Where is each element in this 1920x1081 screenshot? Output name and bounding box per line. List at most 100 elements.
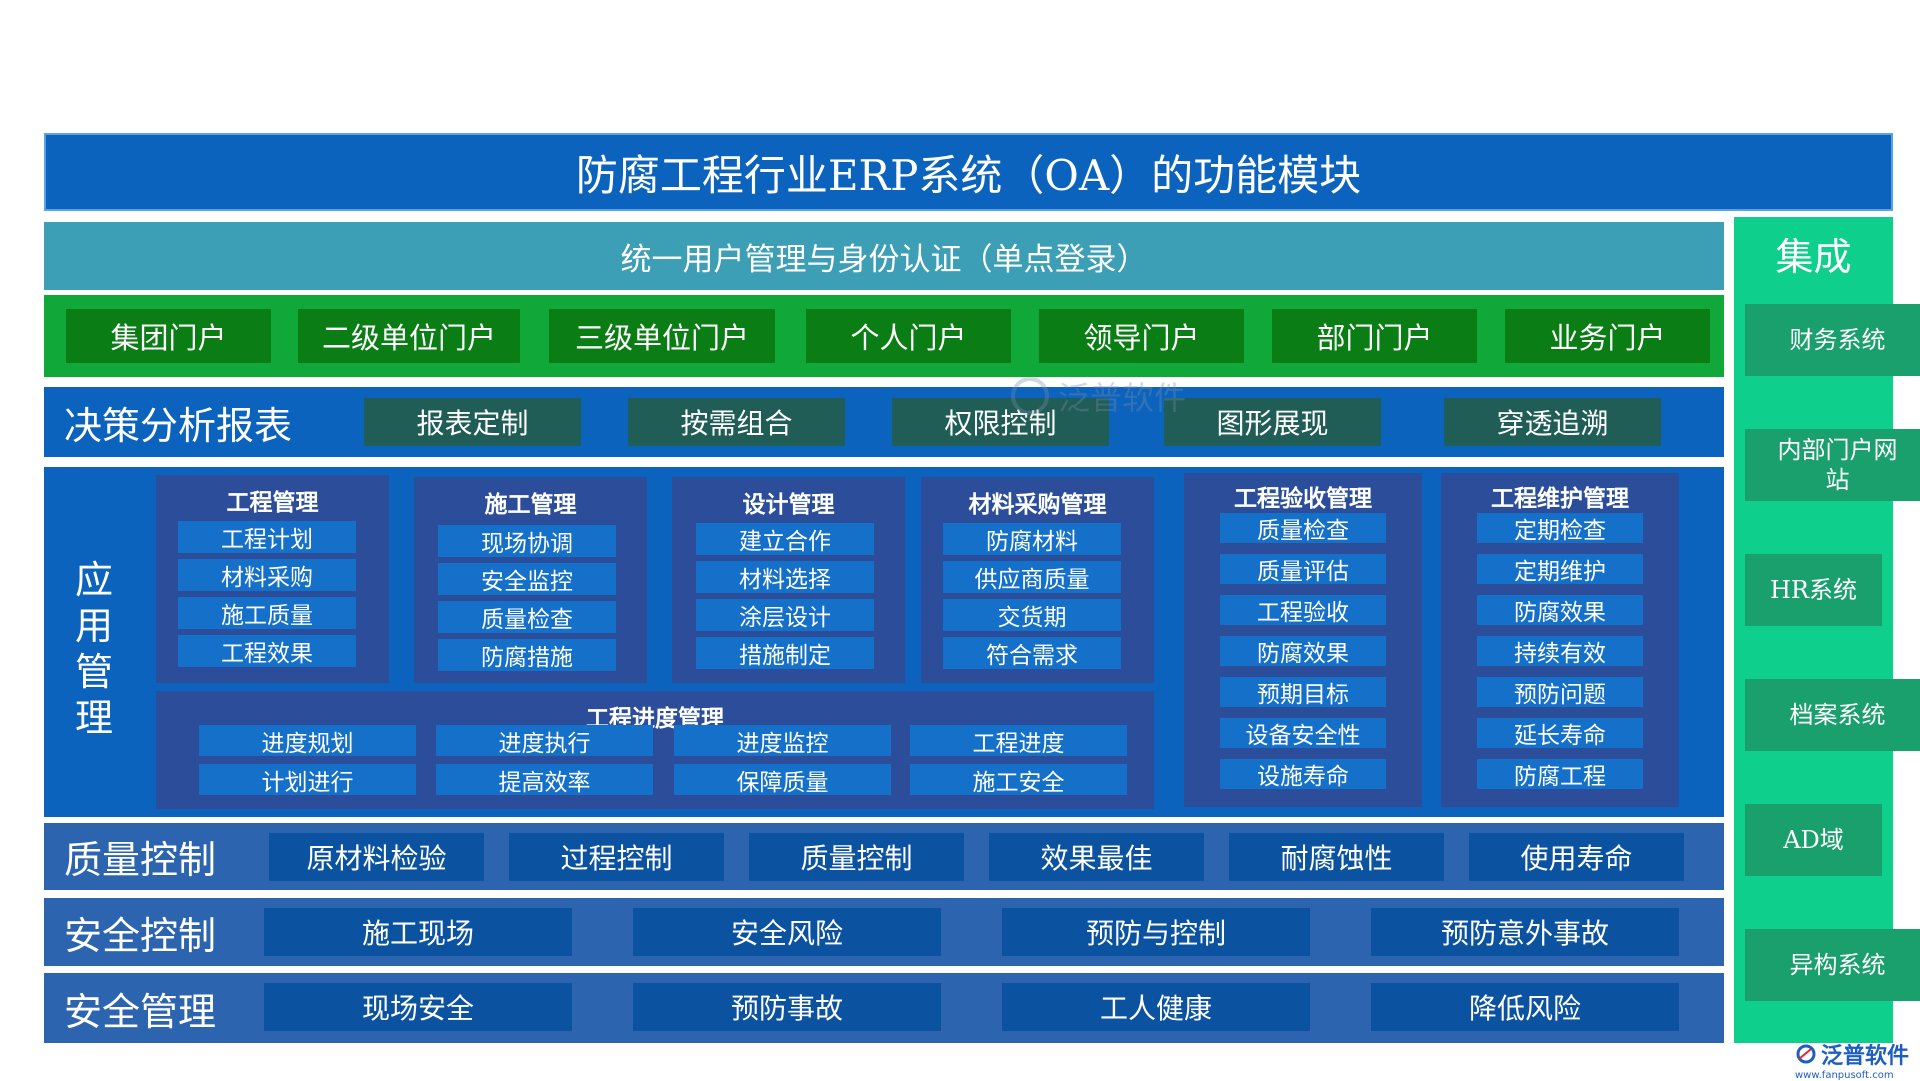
decision-row: 决策分析报表 报表定制 按需组合 权限控制 图形展现 穿透追溯 (44, 387, 1724, 457)
portal-row: 集团门户 二级单位门户 三级单位门户 个人门户 领导门户 部门门户 业务门户 (44, 295, 1724, 377)
decision-item[interactable]: 报表定制 (364, 398, 581, 446)
quality-item[interactable]: 耐腐蚀性 (1229, 833, 1444, 881)
module-item[interactable]: 定期维护 (1477, 554, 1643, 585)
app-area: 应 用 管 理 工程管理 工程计划 材料采购 施工质量 工程效果 施工管理 现场… (44, 467, 1724, 817)
quality-item[interactable]: 过程控制 (509, 833, 724, 881)
app-label-char: 管 (74, 650, 113, 694)
module-item[interactable]: 设备安全性 (1220, 718, 1386, 749)
quality-item[interactable]: 使用寿命 (1469, 833, 1684, 881)
safety-management-item[interactable]: 降低风险 (1371, 983, 1679, 1031)
watermark: 泛普软件 (1010, 373, 1230, 419)
module-item[interactable]: 工程进度 (910, 725, 1127, 757)
safety-management-row: 安全管理 现场安全 预防事故 工人健康 降低风险 (44, 973, 1724, 1043)
integration-item[interactable]: 档案系统 (1745, 679, 1920, 751)
module-design: 设计管理 建立合作 材料选择 涂层设计 措施制定 (672, 477, 905, 683)
module-item[interactable]: 提高效率 (436, 764, 653, 796)
decision-item[interactable]: 穿透追溯 (1444, 398, 1661, 446)
sso-bar: 统一用户管理与身份认证（单点登录） (44, 222, 1724, 290)
module-item[interactable]: 现场协调 (438, 525, 616, 557)
safety-control-row: 安全控制 施工现场 安全风险 预防与控制 预防意外事故 (44, 898, 1724, 966)
module-maintenance: 工程维护管理 定期检查 定期维护 防腐效果 持续有效 预防问题 延长寿命 防腐工… (1441, 473, 1679, 807)
module-item[interactable]: 进度执行 (436, 725, 653, 757)
safety-management-label: 安全管理 (64, 989, 217, 1034)
module-item[interactable]: 质量检查 (1220, 513, 1386, 544)
safety-control-item[interactable]: 施工现场 (264, 908, 572, 956)
logo-icon (1011, 377, 1049, 415)
module-material-purchase: 材料采购管理 防腐材料 供应商质量 交货期 符合需求 (921, 477, 1154, 683)
module-construction: 施工管理 现场协调 安全监控 质量检查 防腐措施 (414, 477, 647, 683)
module-item[interactable]: 施工质量 (178, 597, 356, 629)
quality-label: 质量控制 (64, 838, 217, 882)
module-title: 工程维护管理 (1491, 485, 1629, 512)
integration-item[interactable]: 异构系统 (1745, 929, 1920, 1001)
module-progress: 工程进度管理 进度规划 进度执行 进度监控 工程进度 计划进行 提高效率 保障质… (156, 691, 1154, 809)
module-item[interactable]: 进度监控 (674, 725, 891, 757)
safety-management-item[interactable]: 预防事故 (633, 983, 941, 1031)
safety-management-item[interactable]: 工人健康 (1002, 983, 1310, 1031)
safety-management-item[interactable]: 现场安全 (264, 983, 572, 1031)
module-item[interactable]: 定期检查 (1477, 513, 1643, 544)
app-label: 应 用 管 理 (64, 557, 124, 741)
corner-logo: 泛普软件 www.fanpusoft.com (1795, 1038, 1920, 1081)
quality-item[interactable]: 原材料检验 (269, 833, 484, 881)
module-item[interactable]: 安全监控 (438, 563, 616, 595)
integration-item[interactable]: 内部门户网站 (1745, 429, 1920, 501)
quality-item[interactable]: 质量控制 (749, 833, 964, 881)
module-item[interactable]: 防腐效果 (1477, 595, 1643, 626)
module-title: 设计管理 (742, 491, 835, 518)
app-label-char: 用 (74, 604, 113, 648)
module-acceptance: 工程验收管理 质量检查 质量评估 工程验收 防腐效果 预期目标 设备安全性 设施… (1184, 473, 1422, 807)
watermark-text: 泛普软件 (1058, 379, 1187, 417)
module-item[interactable]: 工程计划 (178, 521, 356, 553)
decision-item[interactable]: 权限控制 (892, 398, 1109, 446)
module-item[interactable]: 防腐效果 (1220, 636, 1386, 667)
page-title: 防腐工程行业ERP系统（OA）的功能模块 (44, 133, 1893, 211)
decision-item[interactable]: 图形展现 (1164, 398, 1381, 446)
quality-row: 质量控制 原材料检验 过程控制 质量控制 效果最佳 耐腐蚀性 使用寿命 (44, 823, 1724, 890)
module-title: 工程验收管理 (1234, 485, 1372, 512)
module-item[interactable]: 计划进行 (199, 764, 416, 796)
module-item[interactable]: 工程效果 (178, 635, 356, 667)
module-item[interactable]: 工程验收 (1220, 595, 1386, 626)
module-item[interactable]: 措施制定 (696, 637, 874, 669)
logo-name: 泛普软件 (1821, 1044, 1910, 1069)
safety-control-label: 安全控制 (64, 913, 217, 958)
module-item[interactable]: 防腐工程 (1477, 759, 1643, 790)
integration-item[interactable]: 财务系统 (1745, 304, 1920, 376)
module-item[interactable]: 延长寿命 (1477, 718, 1643, 749)
module-item[interactable]: 保障质量 (674, 764, 891, 796)
portal-item[interactable]: 集团门户 (66, 309, 271, 363)
module-item[interactable]: 设施寿命 (1220, 759, 1386, 790)
module-item[interactable]: 建立合作 (696, 523, 874, 555)
decision-label: 决策分析报表 (64, 403, 293, 448)
module-item[interactable]: 预防问题 (1477, 677, 1643, 708)
module-item[interactable]: 进度规划 (199, 725, 416, 757)
portal-item[interactable]: 部门门户 (1272, 309, 1477, 363)
safety-control-item[interactable]: 预防意外事故 (1371, 908, 1679, 956)
module-item[interactable]: 符合需求 (943, 637, 1121, 669)
safety-control-item[interactable]: 安全风险 (633, 908, 941, 956)
portal-item[interactable]: 领导门户 (1039, 309, 1244, 363)
module-item[interactable]: 预期目标 (1220, 677, 1386, 708)
portal-item[interactable]: 业务门户 (1505, 309, 1710, 363)
module-item[interactable]: 材料选择 (696, 561, 874, 593)
safety-control-item[interactable]: 预防与控制 (1002, 908, 1310, 956)
integration-panel: 集成 财务系统 内部门户网站 HR系统 档案系统 AD域 异构系统 (1734, 217, 1920, 1043)
module-item[interactable]: 质量评估 (1220, 554, 1386, 585)
portal-item[interactable]: 三级单位门户 (549, 309, 775, 363)
module-item[interactable]: 交货期 (943, 599, 1121, 631)
module-item[interactable]: 持续有效 (1477, 636, 1643, 667)
module-item[interactable]: 防腐措施 (438, 639, 616, 671)
integration-item[interactable]: HR系统 (1745, 554, 1882, 626)
module-item[interactable]: 防腐材料 (943, 523, 1121, 555)
module-item[interactable]: 材料采购 (178, 559, 356, 591)
module-item[interactable]: 涂层设计 (696, 599, 874, 631)
decision-item[interactable]: 按需组合 (628, 398, 845, 446)
module-item[interactable]: 质量检查 (438, 601, 616, 633)
portal-item[interactable]: 二级单位门户 (298, 309, 520, 363)
portal-item[interactable]: 个人门户 (806, 309, 1011, 363)
integration-item[interactable]: AD域 (1745, 804, 1882, 876)
quality-item[interactable]: 效果最佳 (989, 833, 1204, 881)
module-item[interactable]: 供应商质量 (943, 561, 1121, 593)
module-item[interactable]: 施工安全 (910, 764, 1127, 796)
